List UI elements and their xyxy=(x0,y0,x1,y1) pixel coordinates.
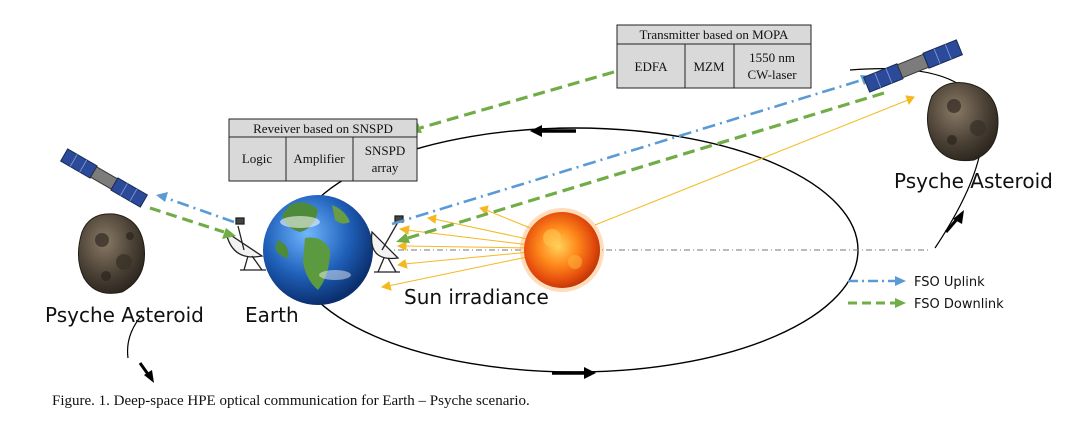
right-trajectory-arrow xyxy=(944,210,964,233)
transmitter-title: Transmitter based on MOPA xyxy=(640,27,790,42)
asteroid-right xyxy=(927,82,999,162)
satellite-right-icon xyxy=(862,39,964,93)
earth-globe xyxy=(263,195,373,305)
fso-downlink-right xyxy=(396,91,885,243)
receiver-cell-amplifier: Amplifier xyxy=(293,151,345,166)
legend-downlink-label: FSO Downlink xyxy=(914,297,1004,312)
figure-caption: Figure. 1. Deep-space HPE optical commun… xyxy=(52,393,530,409)
receiver-cell-1 xyxy=(228,136,287,182)
left-trajectory-arrow xyxy=(138,362,154,383)
ground-station-right-icon xyxy=(370,215,404,273)
legend-downlink: FSO Downlink xyxy=(848,297,1004,312)
sun xyxy=(520,208,604,292)
ground-station-left-icon xyxy=(225,217,266,271)
fso-downlink-left xyxy=(149,206,236,239)
transmitter-cell-3 xyxy=(733,43,812,89)
transmitter-cell-laser-line2: CW-laser xyxy=(747,67,797,82)
orbit-arrow-bottom xyxy=(552,367,596,379)
fso-uplink-right xyxy=(391,75,874,226)
left-asteroid-trajectory xyxy=(126,314,143,359)
transmitter-cell-mzm: MZM xyxy=(693,59,725,74)
sun-rays xyxy=(380,95,915,291)
receiver-title: Reveiver based on SNSPD xyxy=(253,121,393,136)
label-asteroid-left: Psyche Asteroid xyxy=(45,303,204,327)
transmitter-cell-laser-line1: 1550 nm xyxy=(749,50,795,65)
receiver-cell-snspd-line2: array xyxy=(372,160,399,175)
label-earth: Earth xyxy=(245,303,299,327)
asteroid-left xyxy=(78,213,146,294)
label-asteroid-right: Psyche Asteroid xyxy=(894,169,1053,193)
receiver-block: Reveiver based on SNSPD Logic Amplifier … xyxy=(228,118,418,182)
receiver-cell-3 xyxy=(352,136,418,182)
legend: FSO Uplink FSO Downlink xyxy=(848,275,1004,312)
transmitter-block: Transmitter based on MOPA EDFA MZM 1550 … xyxy=(616,24,812,89)
transmitter-cell-1 xyxy=(616,43,686,89)
satellite-left-icon xyxy=(59,148,149,208)
transmitter-cell-2 xyxy=(684,43,735,89)
label-sun-irradiance: Sun irradiance xyxy=(404,285,549,309)
legend-uplink: FSO Uplink xyxy=(848,275,985,290)
transmitter-cell-edfa: EDFA xyxy=(635,59,669,74)
receiver-cell-2 xyxy=(285,136,354,182)
receiver-cell-logic: Logic xyxy=(242,151,273,166)
legend-uplink-label: FSO Uplink xyxy=(914,275,985,290)
fso-uplink-left xyxy=(156,192,235,224)
fso-downlink-tx-rx xyxy=(408,70,615,133)
receiver-cell-snspd-line1: SNSPD xyxy=(365,143,405,158)
orbit-arrow-top xyxy=(530,125,576,137)
